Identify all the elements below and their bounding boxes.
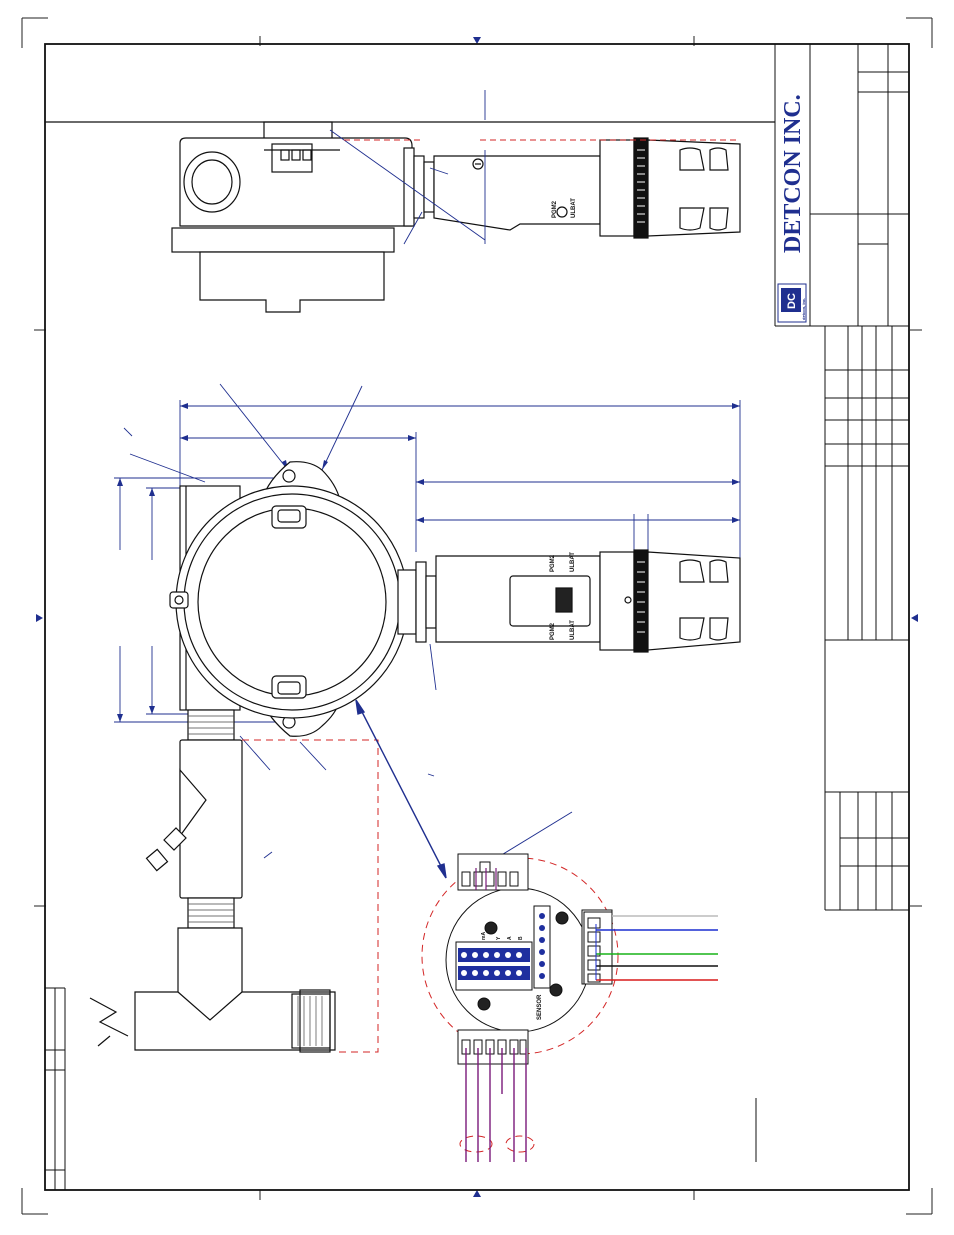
side-view-dimensions — [329, 90, 740, 245]
pcb-mid-label-b: B — [518, 936, 524, 940]
front-sensor-label-top-1: PGM2 — [550, 554, 556, 572]
company-name: DETCON INC. — [780, 94, 806, 253]
detcon-logo-icon: DC detcon, inc. — [777, 283, 807, 323]
pcb-sensor-label: SENSOR — [537, 994, 543, 1020]
pipe-break — [89, 997, 129, 1047]
pcb-side-terminals — [539, 913, 545, 979]
sensor-wires — [595, 915, 718, 981]
left-revision-strip — [45, 987, 66, 1190]
side-view — [171, 121, 741, 313]
front-sensor-stripes — [637, 561, 645, 633]
conduit-assembly — [134, 709, 336, 1053]
bottom-connector-plug — [457, 1029, 529, 1065]
sensor-wire-connector — [583, 911, 613, 985]
logo-mark: DC — [786, 293, 798, 309]
detail-leaders — [355, 699, 573, 879]
side-view-stripes — [637, 149, 645, 223]
pcb-mid-label-y: Y — [496, 936, 502, 940]
crop-marks — [21, 17, 933, 1215]
center-arrows — [36, 37, 918, 1197]
conduit-threads — [188, 715, 323, 1046]
drawing-border — [44, 43, 910, 1191]
pcb-terminal-dots — [461, 952, 522, 976]
title-block — [774, 44, 909, 911]
bottom-wires — [465, 1048, 527, 1162]
front-sensor-label-bottom-1: PGM2 — [550, 622, 556, 640]
top-connector-wires — [475, 868, 497, 890]
front-sensor-label-bottom-2: ULBAT — [570, 620, 576, 640]
logo-sub: detcon, inc. — [801, 298, 806, 320]
side-sensor-label-2: ULBAT — [571, 198, 577, 218]
pcb-mid-label-a: A — [507, 936, 513, 940]
front-enclosure — [169, 461, 741, 737]
top-connector-plug — [457, 853, 529, 891]
side-sensor-label-1: PGM2 — [552, 200, 558, 218]
front-sensor-label-top-2: ULBAT — [570, 552, 576, 572]
pcb-mid-label-ma: mA — [481, 932, 487, 940]
